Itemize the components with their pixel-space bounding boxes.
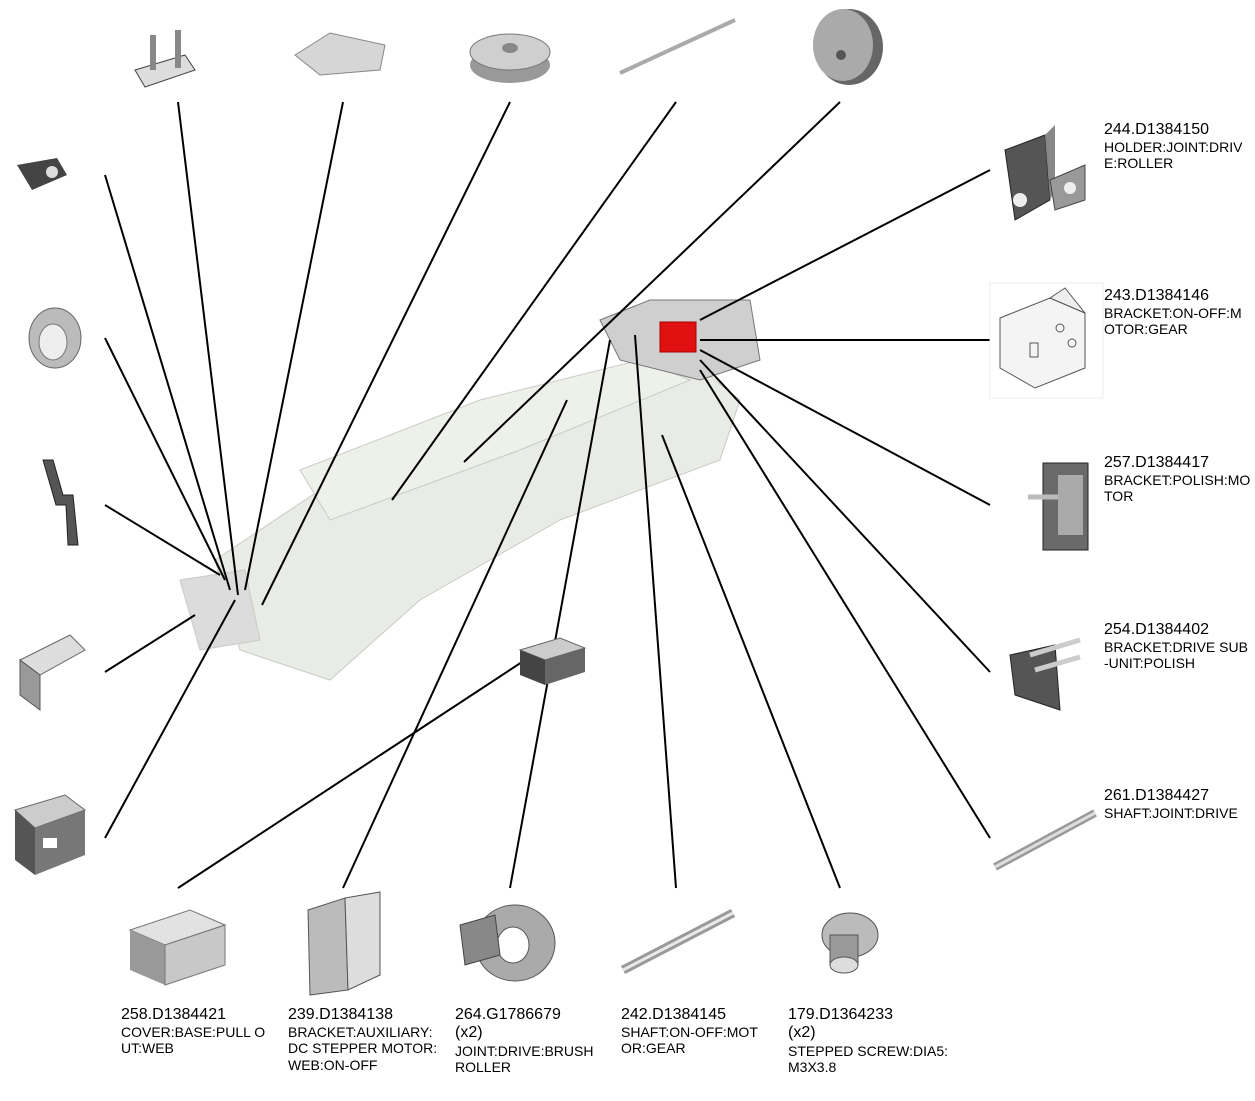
part-number: 264.G1786679 bbox=[455, 1006, 561, 1023]
part-number: 254.D1384402 bbox=[1104, 621, 1209, 638]
part-number: 257.D1384417 bbox=[1104, 454, 1209, 471]
part-254-image bbox=[990, 625, 1085, 720]
label-243: 243.D1384146 BRACKET:ON-OFF:MOTOR:GEAR bbox=[1104, 287, 1252, 338]
left-part-4 bbox=[10, 630, 90, 715]
part-number: 179.D1364233 bbox=[788, 1006, 893, 1023]
label-239: 239.D1384138 BRACKET:AUXILIARY:DC STEPPE… bbox=[288, 1006, 440, 1073]
part-description: STEPPED SCREW:DIA5:M3X3.8 bbox=[788, 1042, 949, 1075]
left-part-2 bbox=[25, 300, 90, 380]
part-description: COVER:BASE:PULL OUT:WEB bbox=[121, 1024, 266, 1057]
part-description: HOLDER:JOINT:DRIVE:ROLLER bbox=[1104, 139, 1243, 172]
part-261-image bbox=[990, 805, 1100, 875]
top-part-2 bbox=[290, 25, 390, 80]
left-part-5 bbox=[5, 790, 95, 885]
left-part-1 bbox=[12, 150, 72, 200]
left-part-3 bbox=[38, 455, 88, 550]
part-description: BRACKET:DRIVE SUB-UNIT:POLISH bbox=[1104, 639, 1248, 672]
part-number: 242.D1384145 bbox=[621, 1006, 726, 1023]
label-242: 242.D1384145 SHAFT:ON-OFF:MOTOR:GEAR bbox=[621, 1006, 761, 1057]
label-258: 258.D1384421 COVER:BASE:PULL OUT:WEB bbox=[121, 1006, 271, 1057]
top-part-4 bbox=[615, 15, 740, 80]
main-assembly-ghost bbox=[179, 299, 761, 681]
center-cover-part bbox=[515, 630, 590, 690]
part-242-image bbox=[615, 905, 740, 980]
top-part-1 bbox=[130, 25, 200, 95]
label-254: 254.D1384402 BRACKET:DRIVE SUB-UNIT:POLI… bbox=[1104, 621, 1252, 672]
part-number: 244.D1384150 bbox=[1104, 121, 1209, 138]
top-part-3 bbox=[465, 20, 555, 90]
part-264-image bbox=[455, 895, 560, 985]
part-number: 258.D1384421 bbox=[121, 1006, 226, 1023]
part-description: SHAFT:ON-OFF:MOTOR:GEAR bbox=[621, 1024, 758, 1057]
part-number: 239.D1384138 bbox=[288, 1006, 393, 1023]
part-257-image bbox=[1028, 455, 1103, 555]
part-description: BRACKET:ON-OFF:MOTOR:GEAR bbox=[1104, 305, 1242, 338]
part-179-image bbox=[810, 905, 885, 980]
part-quantity: (x2) bbox=[455, 1024, 483, 1042]
label-264: 264.G1786679 (x2) JOINT:DRIVE:BRUSH ROLL… bbox=[455, 1006, 600, 1075]
label-244: 244.D1384150 HOLDER:JOINT:DRIVE:ROLLER bbox=[1104, 121, 1252, 172]
part-243-image bbox=[989, 282, 1104, 399]
part-description: BRACKET:AUXILIARY:DC STEPPER MOTOR:WEB:O… bbox=[288, 1024, 438, 1073]
part-258-image bbox=[125, 905, 230, 990]
top-part-5 bbox=[805, 5, 890, 90]
label-261: 261.D1384427 SHAFT:JOINT:DRIVE bbox=[1104, 787, 1252, 821]
part-description: BRACKET:POLISH:MOTOR bbox=[1104, 472, 1251, 505]
part-244-image bbox=[995, 120, 1090, 225]
part-description: SHAFT:JOINT:DRIVE bbox=[1104, 805, 1238, 822]
part-quantity: (x2) bbox=[788, 1024, 816, 1042]
part-number: 243.D1384146 bbox=[1104, 287, 1209, 304]
part-239-image bbox=[300, 890, 385, 1000]
label-257: 257.D1384417 BRACKET:POLISH:MOTOR bbox=[1104, 454, 1252, 505]
part-number: 261.D1384427 bbox=[1104, 787, 1209, 804]
part-description: JOINT:DRIVE:BRUSH ROLLER bbox=[455, 1042, 594, 1075]
label-179: 179.D1364233 (x2) STEPPED SCREW:DIA5:M3X… bbox=[788, 1006, 948, 1075]
